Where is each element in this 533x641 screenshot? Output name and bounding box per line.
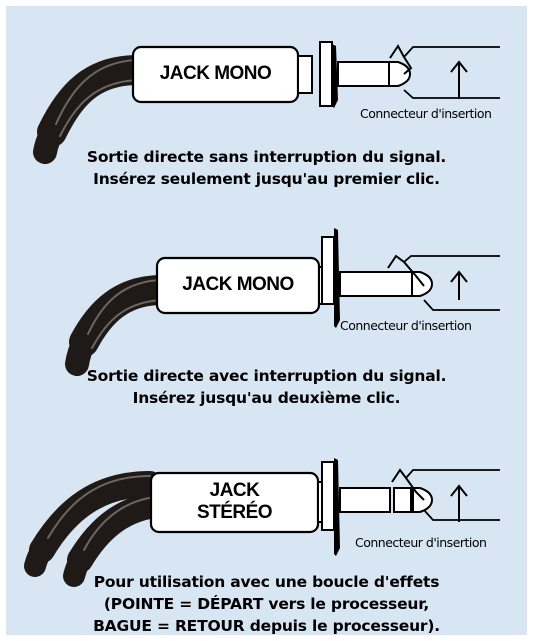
jack-flange-3 — [321, 461, 335, 531]
jack-collar-1 — [297, 55, 313, 94]
panel-3-illustration — [24, 458, 500, 587]
insertion-label-panel-3: Connecteur d'insertion — [355, 535, 487, 550]
caption-line: Sortie directe sans interruption du sign… — [86, 148, 447, 166]
panel-2-illustration — [65, 228, 500, 376]
caption-line: BAGUE = RETOUR depuis le processeur). — [93, 617, 440, 635]
contact-line-2-bottom — [423, 299, 500, 311]
jack-label-panel-3: JACK STÉRÉO — [151, 480, 318, 524]
caption-panel-2: Sortie directe avec interruption du sign… — [0, 365, 533, 409]
jack-label-line: JACK MONO — [159, 63, 272, 84]
jack-label-line: JACK — [209, 480, 260, 501]
caption-line: Insérez seulement jusqu'au premier clic. — [93, 170, 440, 188]
caption-line: Pour utilisation avec une boucle d'effet… — [93, 573, 440, 591]
insert-panel-plate-3 — [334, 458, 340, 556]
jack-flange-2 — [321, 236, 335, 305]
contact-line-3-bottom — [423, 509, 500, 521]
caption-line: (POINTE = DÉPART vers le processeur, — [103, 595, 430, 613]
caption-line: Insérez jusqu'au deuxième clic. — [132, 389, 401, 407]
panel-1-illustration — [33, 41, 500, 164]
jack-sleeve-2 — [339, 271, 413, 297]
jack-tip-1 — [388, 61, 412, 87]
jack-ring-3 — [393, 487, 412, 513]
contact-line-2-top — [403, 255, 500, 263]
insert-panel-plate-1 — [332, 44, 338, 108]
contact-arrow-1 — [450, 60, 468, 99]
contact-line-1-bottom — [403, 89, 500, 99]
contact-line-1-top — [403, 46, 500, 58]
jack-label-line: JACK MONO — [182, 274, 294, 295]
cable-2 — [65, 275, 177, 376]
jack-label-panel-2: JACK MONO — [157, 274, 319, 296]
insertion-label-panel-1: Connecteur d'insertion — [360, 106, 492, 121]
contact-arrow-3 — [450, 484, 468, 522]
contact-line-3-top — [405, 469, 500, 479]
jack-sleeve-1 — [337, 61, 390, 87]
contact-arrow-2 — [450, 270, 468, 300]
insertion-label-panel-2: Connecteur d'insertion — [340, 318, 472, 333]
caption-line: Sortie directe avec interruption du sign… — [86, 367, 447, 385]
jack-sleeve-3 — [339, 487, 391, 513]
caption-panel-1: Sortie directe sans interruption du sign… — [0, 146, 533, 190]
jack-label-line: STÉRÉO — [196, 502, 273, 523]
jack-flange-1 — [319, 41, 333, 107]
caption-panel-3: Pour utilisation avec une boucle d'effet… — [0, 571, 533, 637]
cable-1 — [33, 55, 153, 164]
jack-label-panel-1: JACK MONO — [133, 63, 298, 85]
insert-panel-plate-2 — [334, 228, 340, 328]
